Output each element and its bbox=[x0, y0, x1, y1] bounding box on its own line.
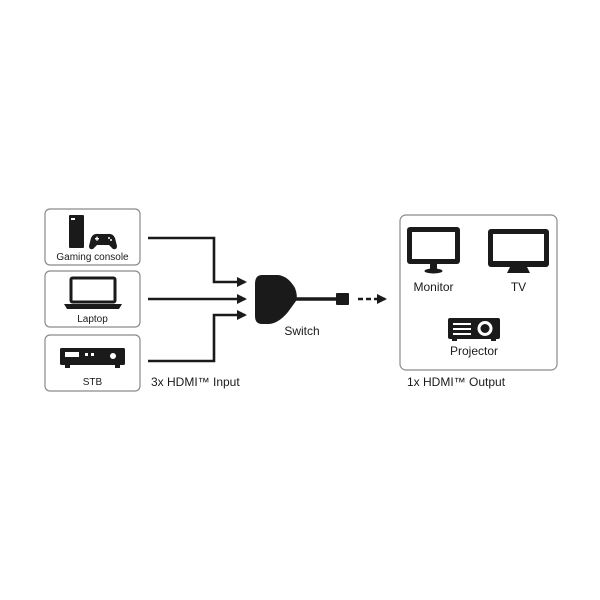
input-caption: 3x HDMI™ Input bbox=[151, 375, 240, 389]
output-label-tv: TV bbox=[511, 280, 526, 294]
gaming-console-icon bbox=[69, 215, 117, 250]
input-label-stb: STB bbox=[83, 377, 103, 388]
input-box-gaming-console: Gaming console bbox=[44, 208, 141, 266]
switch-label: Switch bbox=[284, 324, 319, 338]
input-label-laptop: Laptop bbox=[77, 314, 108, 325]
output-label-monitor: Monitor bbox=[413, 280, 453, 294]
set-top-box-icon bbox=[60, 348, 125, 368]
output-device-projector: Projector bbox=[448, 318, 500, 358]
monitor-icon bbox=[407, 227, 460, 274]
input-label-gaming-console: Gaming console bbox=[56, 252, 129, 263]
input-box-laptop: Laptop bbox=[44, 270, 141, 328]
tv-icon bbox=[488, 229, 549, 273]
laptop-icon bbox=[64, 276, 122, 309]
input-box-stb: STB bbox=[44, 334, 141, 392]
input-cable-gaming-console bbox=[148, 236, 247, 287]
projector-icon bbox=[448, 318, 500, 341]
output-device-tv: TV bbox=[488, 229, 549, 294]
input-cable-stb bbox=[148, 310, 247, 363]
output-caption: 1x HDMI™ Output bbox=[407, 375, 506, 389]
output-device-monitor: Monitor bbox=[407, 227, 460, 294]
hdmi-switch-device bbox=[255, 275, 349, 324]
output-label-projector: Projector bbox=[450, 344, 498, 358]
switch-icon bbox=[255, 275, 297, 324]
hdmi-plug-icon bbox=[336, 293, 349, 305]
